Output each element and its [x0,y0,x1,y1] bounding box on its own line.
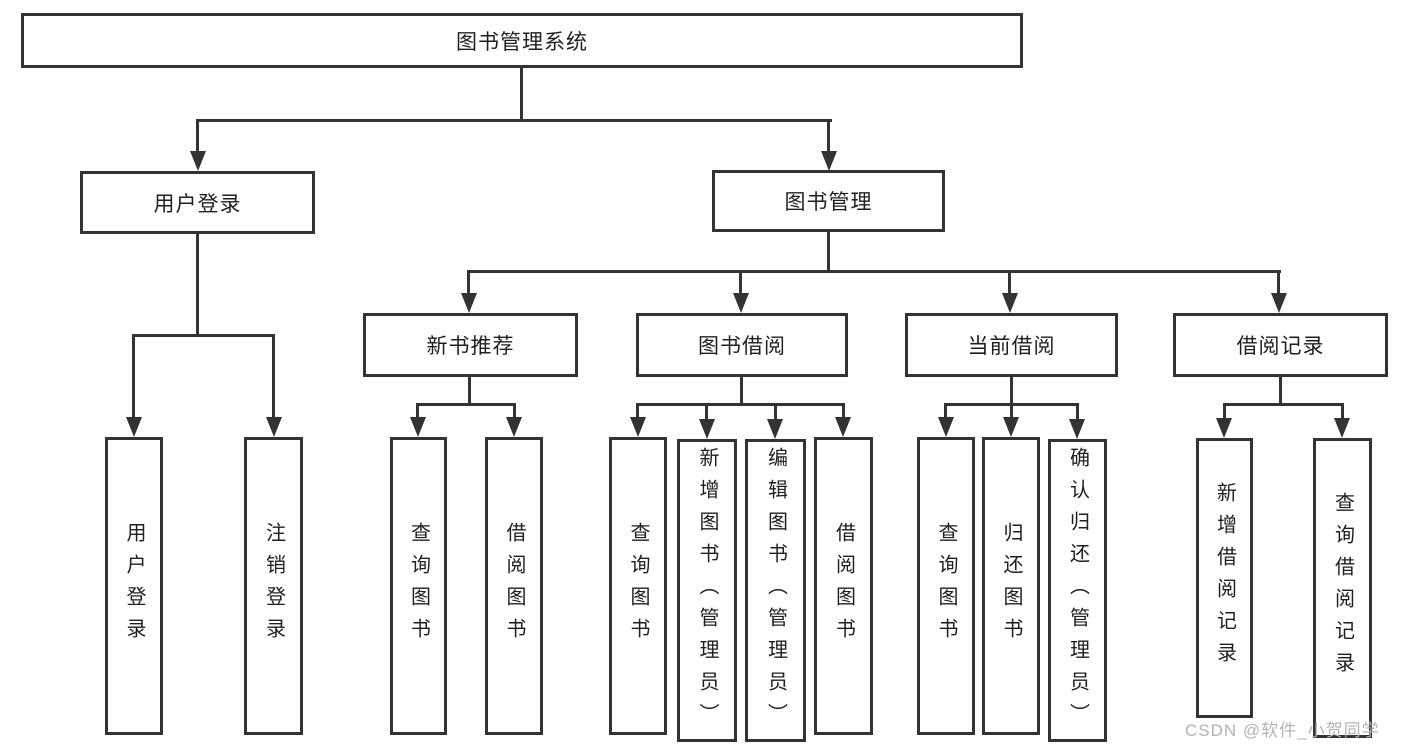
connector-current-trunk [1010,377,1013,406]
leaf-borrow-books-recommend: 借阅图书 [485,437,543,735]
leaf-return-books: 归还图书 [982,437,1040,735]
arrowhead-to-leaf-query-borrow-icon [630,417,646,437]
arrowhead-to-leaf-user-login-icon [126,417,142,437]
connector-root-bar [196,119,832,122]
leaf-query-books-borrow: 查询图书 [609,437,667,735]
arrowhead-to-new-book-recommend-icon [461,293,477,313]
watermark: CSDN @软件_小贺同学 [1185,721,1380,740]
arrowhead-to-leaf-borrow-recommend-icon [506,417,522,437]
arrowhead-to-current-borrow-icon [1002,293,1018,313]
arrowhead-to-leaf-borrow-borrow-icon [835,417,851,437]
arrowhead-to-leaf-return-books-icon [1003,417,1019,437]
node-book-management: 图书管理 [712,170,945,232]
arrowhead-to-book-borrow-icon [733,293,749,313]
connector-borrow-drop-3 [774,403,777,421]
leaf-add-book-admin: 新增图书（管理员） [677,439,737,742]
node-current-borrow: 当前借阅 [905,313,1118,377]
connector-recommend-drop-1 [416,403,419,419]
connector-borrow-drop-1 [636,403,639,419]
node-book-borrow: 图书借阅 [636,313,848,377]
arrowhead-to-leaf-query-record-icon [1334,418,1350,438]
connector-current-drop-3 [1076,403,1079,421]
connector-recommend-drop-2 [513,403,516,419]
leaf-edit-book-admin: 编辑图书（管理员） [745,439,806,742]
arrowhead-to-leaf-add-record-icon [1216,418,1232,438]
arrowhead-to-leaf-query-recommend-icon [410,417,426,437]
connector-book-mgmt-trunk [827,232,830,273]
arrowhead-to-leaf-add-book-icon [699,419,715,439]
arrowhead-to-book-management-icon [821,151,837,171]
connector-current-drop-2 [1010,403,1013,419]
connector-records-bar [1223,403,1344,406]
arrowhead-to-leaf-confirm-return-icon [1069,419,1085,439]
connector-user-login-drop-1 [132,334,135,419]
leaf-query-books-recommend: 查询图书 [390,437,447,735]
connector-book-mgmt-drop-2 [739,270,742,295]
connector-user-login-trunk [196,234,199,337]
connector-records-drop-1 [1223,403,1226,420]
node-root-system: 图书管理系统 [21,13,1023,68]
connector-records-drop-2 [1341,403,1344,420]
arrowhead-to-borrow-records-icon [1271,293,1287,313]
connector-records-trunk [1279,377,1282,406]
connector-borrow-trunk [740,377,743,406]
connector-user-login-drop-2 [272,334,275,419]
arrowhead-to-leaf-query-current-icon [938,417,954,437]
connector-recommend-bar [416,403,516,406]
connector-root-trunk [520,68,523,122]
arrowhead-to-leaf-edit-book-icon [767,419,783,439]
node-user-login: 用户登录 [80,171,315,234]
connector-book-mgmt-drop-1 [467,270,470,295]
connector-book-mgmt-drop-4 [1277,270,1280,295]
arrowhead-to-leaf-logout-icon [266,417,282,437]
connector-current-drop-1 [944,403,947,419]
leaf-logout-login: 注销登录 [244,437,303,735]
connector-borrow-bar [636,403,845,406]
leaf-user-login: 用户登录 [105,437,163,735]
arrowhead-to-user-login-icon [190,151,206,171]
connector-borrow-drop-4 [842,403,845,419]
connector-book-mgmt-bar [467,270,1281,273]
leaf-add-borrow-record: 新增借阅记录 [1196,438,1253,718]
leaf-query-books-current: 查询图书 [917,437,975,735]
node-new-book-recommend: 新书推荐 [363,313,578,377]
node-borrow-records: 借阅记录 [1173,313,1388,377]
leaf-confirm-return-admin: 确认归还（管理员） [1048,439,1107,742]
connector-book-mgmt-drop-3 [1008,270,1011,295]
connector-borrow-drop-2 [705,403,708,421]
leaf-borrow-books-borrow: 借阅图书 [814,437,873,735]
connector-recommend-trunk [468,377,471,406]
leaf-query-borrow-record: 查询借阅记录 [1313,438,1372,738]
connector-root-drop-right [827,119,830,153]
connector-root-drop-left [196,119,199,153]
connector-user-login-bar [132,334,275,337]
